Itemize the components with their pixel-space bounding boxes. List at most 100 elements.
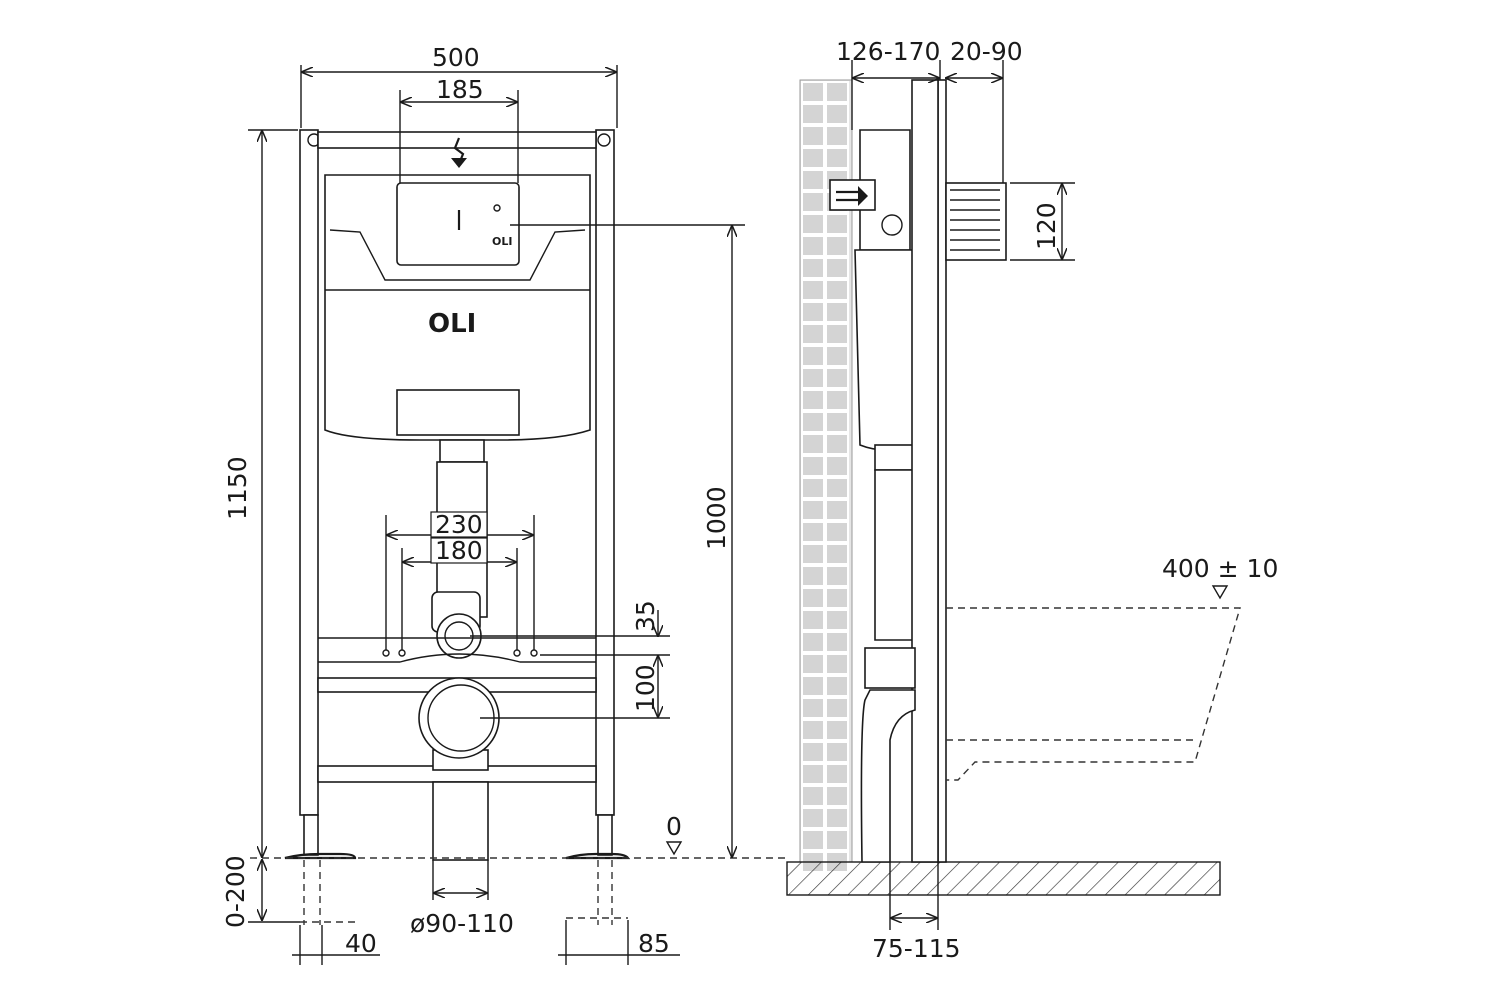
wall-tile [825,741,849,763]
brand-logo: OLI [428,309,476,339]
wall-tile [825,433,849,455]
wall-tile [801,675,825,697]
cistern-side [854,249,916,451]
wall-tile [801,389,825,411]
dim-supply-offset: 35 [631,600,660,632]
wall-tile [801,323,825,345]
wall-tile [801,169,825,191]
wall-tile [825,125,849,147]
wall-tile [801,697,825,719]
dim-drain-depth: 75-115 [872,934,961,963]
small-logo: OLI [492,235,512,248]
wall-tile [825,367,849,389]
wall-tile [801,213,825,235]
wall-tile [825,609,849,631]
wall-tile [801,257,825,279]
wall-tile [825,653,849,675]
right-upright [595,129,615,816]
wall-tile [825,543,849,565]
wall-tile [825,411,849,433]
dim-drain-offset: 100 [631,664,660,712]
wall-tile [825,103,849,125]
wall-tile [825,565,849,587]
wall-tile [801,763,825,785]
floor-slab [786,861,1221,896]
wall-hung-bowl [946,607,1241,781]
wall-tile [801,301,825,323]
wall-tile [825,389,849,411]
wall-tile [801,367,825,389]
inlet-box [829,179,876,211]
wall-tile [825,257,849,279]
wall-tile [801,147,825,169]
wall-tile [825,499,849,521]
wall-tile [825,675,849,697]
floor-level-label: 0 [666,812,682,841]
wall-tile [825,279,849,301]
wall-tile [801,741,825,763]
wall-tile [825,301,849,323]
front-view: OLI OLI [250,129,790,925]
side-view [786,79,1241,896]
wall-tile [825,697,849,719]
dim-bowl-height: 400 ± 10 [1162,554,1278,583]
level-marker-icon [665,841,683,856]
frame-upright-side [911,79,939,863]
wall-tile [825,521,849,543]
wall-tile [825,763,849,785]
wall-tile [825,477,849,499]
dim-plate-height: 120 [1032,202,1061,250]
wall-tile [825,587,849,609]
wall-tile [801,411,825,433]
wall-tile [801,345,825,367]
dim-plate-width: 185 [436,75,484,104]
wall-tile [801,609,825,631]
dim-actuator-height: 1000 [702,486,731,550]
front-dimensions: 500 185 1150 1000 230 180 35 100 0-200 4… [221,43,745,965]
wall-tile [825,345,849,367]
wall-tile [801,565,825,587]
wall-tile [801,433,825,455]
dim-total-height: 1150 [223,456,252,520]
left-upright [299,129,319,816]
flush-plate-frame [945,182,1007,261]
flush-valve [396,389,520,436]
finished-wall-board [937,79,947,863]
wall-tile [801,829,825,851]
level-marker-icon [1211,585,1229,600]
wall-tile [801,455,825,477]
right-foot [565,852,631,860]
wall-tile [801,235,825,257]
side-dimensions: 126-170 20-90 120 400 ± 10 75-115 [836,37,1278,963]
wall-tile [825,455,849,477]
wall-tile [801,499,825,521]
wall-tile [801,719,825,741]
wall-tile [801,81,825,103]
dim-leg-width: 40 [345,929,377,958]
wall-tile [801,543,825,565]
wall-tile [801,631,825,653]
dim-leg-adjust: 0-200 [221,855,250,928]
wall-tile [825,829,849,851]
water-inlet-icon [858,186,868,206]
wall-tile [801,785,825,807]
dim-finish-thickness: 20-90 [950,37,1023,66]
dim-bolt-inner: 180 [435,536,483,565]
wall-tile [825,785,849,807]
wall-tile [801,279,825,301]
dim-wall-depth: 126-170 [836,37,940,66]
wall-tile [825,81,849,103]
wall-tile [825,235,849,257]
wall-tile [825,719,849,741]
drain-pipe [432,781,489,861]
wall-tile [825,147,849,169]
cistern [324,174,591,441]
wall-tile [801,103,825,125]
dim-frame-width: 500 [432,43,480,72]
wall-tile [801,191,825,213]
wall-tile [825,323,849,345]
wall-tile [801,125,825,147]
wall-tile [801,807,825,829]
wall-tile [825,631,849,653]
